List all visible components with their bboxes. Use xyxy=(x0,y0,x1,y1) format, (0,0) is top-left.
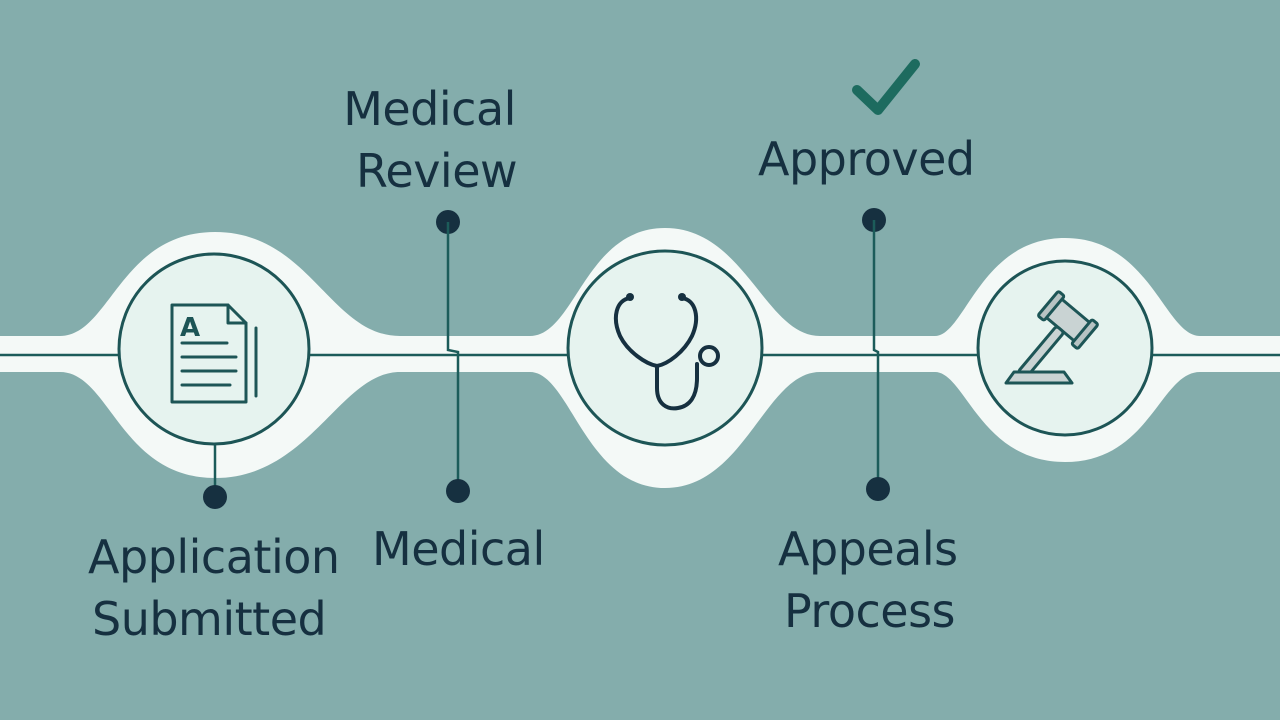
step-circle-appeals xyxy=(976,259,1154,437)
label-medical-review: Medical Review xyxy=(342,78,517,202)
label-approved: Approved xyxy=(758,128,975,190)
stethoscope-earpiece-right xyxy=(678,293,686,301)
step-circle-medical xyxy=(566,249,764,447)
label-appeals-line1: Appeals xyxy=(778,522,958,576)
stethoscope-earpiece-left xyxy=(626,293,634,301)
step-circle-application xyxy=(117,252,311,446)
label-application-line1: Application xyxy=(88,530,340,584)
label-medical-review-line1: Medical xyxy=(343,82,516,136)
stethoscope-icon xyxy=(613,296,720,411)
connector-appeals xyxy=(872,220,880,488)
gavel-icon xyxy=(1004,290,1099,385)
document-icon xyxy=(170,303,258,404)
check-icon xyxy=(852,59,920,115)
label-appeals-line2: Process xyxy=(784,584,955,638)
label-application-line2: Submitted xyxy=(92,592,327,646)
connector-medical xyxy=(446,222,460,490)
label-medical-review-line2: Review xyxy=(356,144,518,198)
connector-dot-application xyxy=(203,485,227,509)
connector-dot-appeals xyxy=(866,477,890,501)
label-approved-text: Approved xyxy=(758,132,975,186)
label-medical: Medical xyxy=(372,518,545,580)
document-glyph: A xyxy=(180,313,200,343)
label-appeals-process: Appeals Process xyxy=(778,518,958,642)
label-medical-text: Medical xyxy=(372,522,545,576)
label-application-submitted: Application Submitted xyxy=(88,526,340,650)
connector-dot-medical xyxy=(446,479,470,503)
